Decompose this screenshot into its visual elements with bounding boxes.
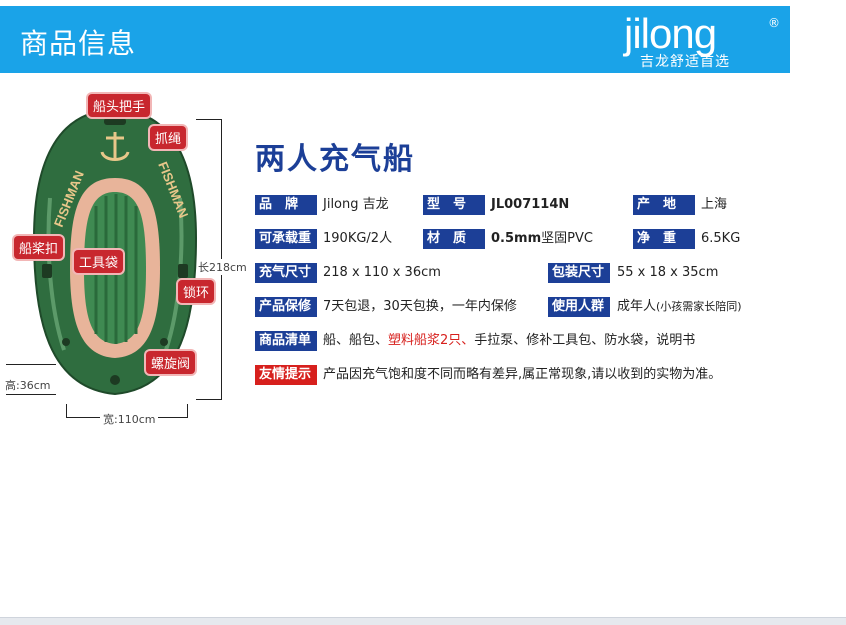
boat-illustration: FISHMAN FISHMAN 船头把手 抓绳 船桨扣 工具袋 锁环 螺旋阀 长… bbox=[0, 88, 252, 428]
label-net-weight: 净 重 bbox=[633, 229, 695, 249]
value-inflated-size: 218 x 110 x 36cm bbox=[323, 265, 441, 280]
height-label: 高:36cm bbox=[5, 379, 51, 392]
label-origin: 产 地 bbox=[633, 195, 695, 215]
tag-oar-lock: 船桨扣 bbox=[14, 236, 64, 259]
value-origin: 上海 bbox=[701, 197, 728, 212]
label-material: 材 质 bbox=[423, 229, 485, 249]
tag-ring: 锁环 bbox=[178, 280, 215, 303]
width-line-h1 bbox=[66, 417, 100, 418]
package-list-part-1: 船、船包、 bbox=[323, 333, 389, 348]
label-users: 使用人群 bbox=[548, 297, 610, 317]
width-line-h2 bbox=[158, 417, 188, 418]
logo-tagline: 吉龙舒适首选 bbox=[640, 54, 730, 70]
tag-valve: 螺旋阀 bbox=[146, 351, 196, 374]
value-brand: Jilong 吉龙 bbox=[323, 197, 389, 212]
package-list-part-2: 手拉泵、修补工具包、防水袋，说明书 bbox=[474, 333, 696, 348]
header-banner: 商品信息 jilong ® 吉龙舒适首选 bbox=[0, 6, 790, 73]
label-warranty: 产品保修 bbox=[255, 297, 317, 317]
logo-wordmark: jilong bbox=[624, 10, 717, 57]
value-material: 0.5mm坚固PVC bbox=[491, 229, 593, 249]
width-label: 宽:110cm bbox=[103, 413, 156, 426]
width-line-left bbox=[66, 404, 67, 418]
value-model-text: JL007114N bbox=[491, 197, 570, 212]
value-users-main: 成年人 bbox=[617, 299, 657, 314]
package-list-highlight: 塑料船浆2只、 bbox=[388, 333, 475, 348]
length-line-top bbox=[196, 119, 222, 120]
tag-bow-handle: 船头把手 bbox=[88, 94, 151, 117]
registered-mark: ® bbox=[768, 16, 780, 30]
label-package-size: 包装尺寸 bbox=[548, 263, 610, 283]
value-model: JL007114N bbox=[491, 195, 569, 215]
length-label: 长218cm bbox=[198, 259, 247, 275]
label-model: 型 号 bbox=[423, 195, 485, 215]
tag-tool-bag: 工具袋 bbox=[74, 250, 124, 273]
value-material-thickness: 0.5mm bbox=[491, 231, 542, 246]
length-line-bottom bbox=[196, 399, 222, 400]
height-line-top bbox=[6, 364, 56, 365]
label-package-list: 商品清单 bbox=[255, 331, 317, 351]
brand-logo: jilong ® 吉龙舒适首选 bbox=[620, 10, 780, 72]
value-users-note: (小孩需家长陪同) bbox=[656, 300, 742, 313]
bottom-divider bbox=[0, 617, 846, 625]
section-title: 商品信息 bbox=[20, 27, 137, 60]
value-package-list: 船、船包、塑料船浆2只、手拉泵、修补工具包、防水袋，说明书 bbox=[323, 331, 695, 351]
width-line-right bbox=[187, 404, 188, 418]
value-material-type: 坚固PVC bbox=[541, 231, 593, 246]
value-package-size: 55 x 18 x 35cm bbox=[617, 265, 719, 280]
value-warranty: 7天包退，30天包换，一年内保修 bbox=[323, 299, 517, 314]
value-users: 成年人(小孩需家长陪同) bbox=[617, 297, 742, 317]
tag-rope: 抓绳 bbox=[150, 126, 187, 149]
anchor-icon bbox=[100, 132, 130, 161]
height-line-bottom bbox=[6, 394, 56, 395]
label-inflated-size: 充气尺寸 bbox=[255, 263, 317, 283]
value-reminder: 产品因充气饱和度不同而略有差异,属正常现象,请以收到的实物为准。 bbox=[323, 367, 722, 382]
product-title: 两人充气船 bbox=[255, 142, 415, 177]
value-load: 190KG/2人 bbox=[323, 231, 393, 246]
label-brand: 品 牌 bbox=[255, 195, 317, 215]
label-reminder: 友情提示 bbox=[255, 365, 317, 385]
label-load: 可承载重 bbox=[255, 229, 317, 249]
value-net-weight: 6.5KG bbox=[701, 231, 741, 246]
